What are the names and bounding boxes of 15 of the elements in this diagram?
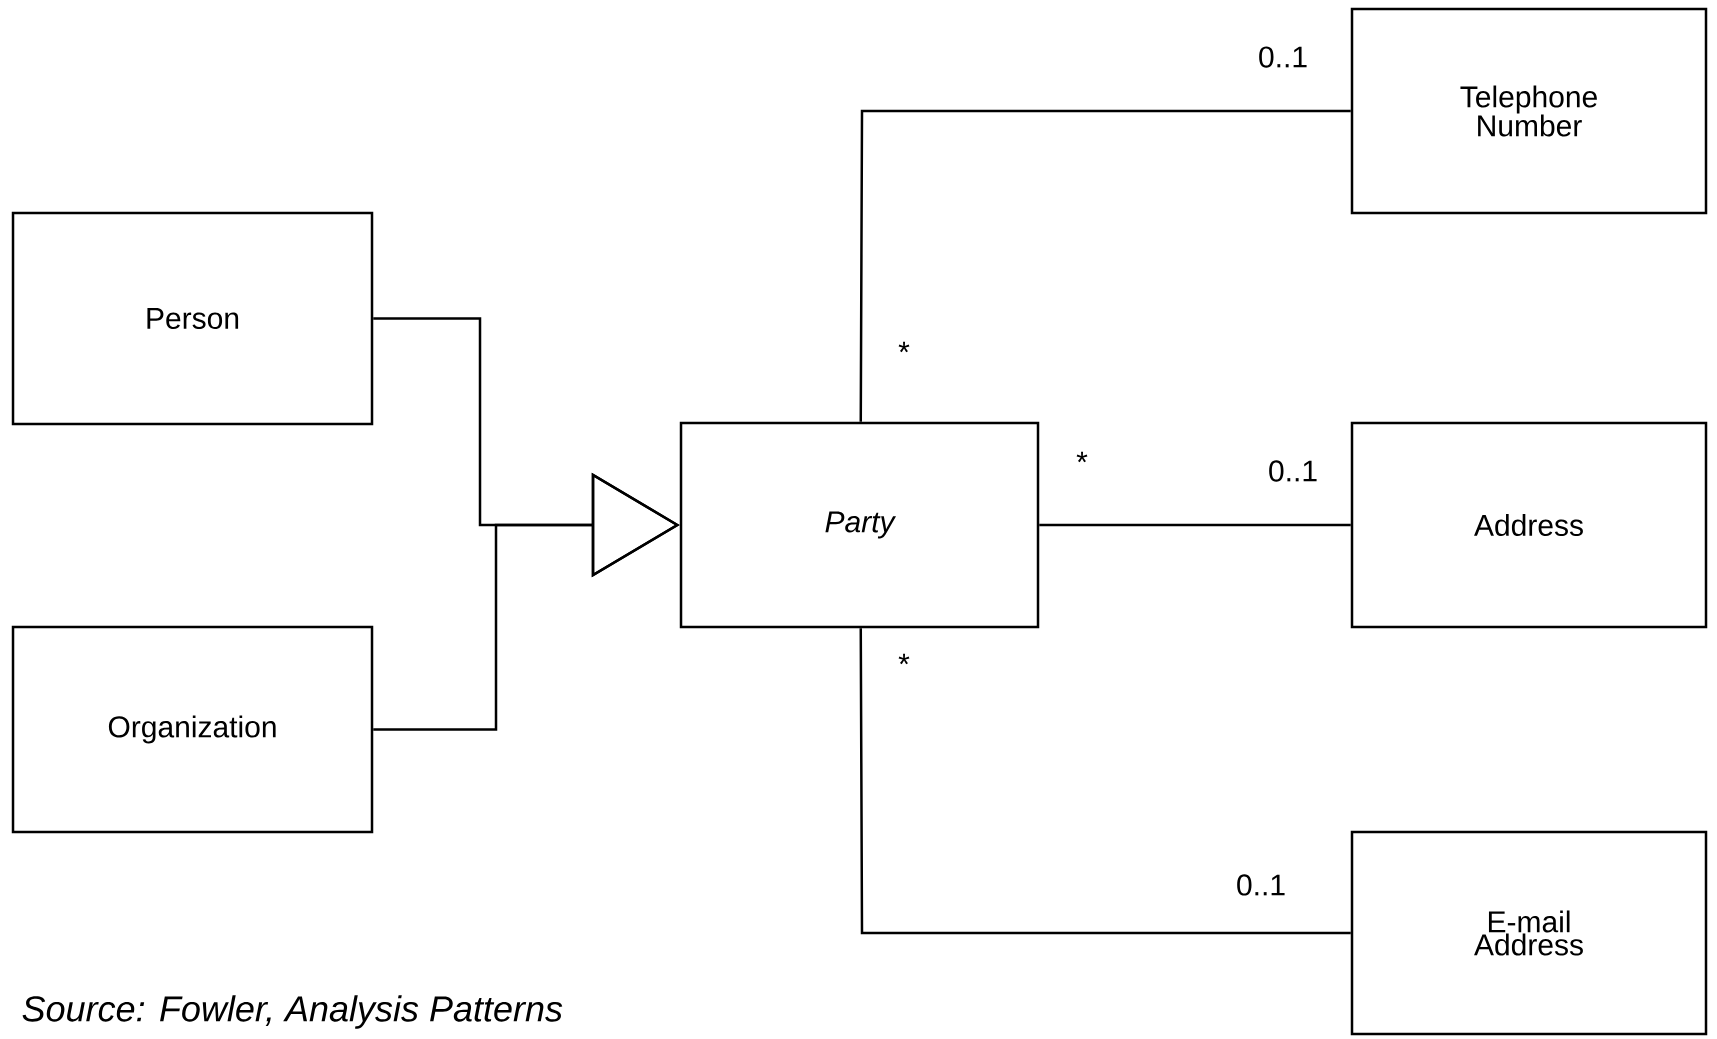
class-box: Organization: [11, 625, 374, 834]
association-line: [859, 109, 1351, 422]
class-box: Address: [1350, 421, 1708, 629]
multiplicity-label: 0..1: [1237, 874, 1285, 896]
class-box: E-mail Address: [1350, 830, 1708, 1036]
multiplicity-label: *: [898, 341, 910, 353]
class-box: Party: [679, 421, 1040, 629]
multiplicity-label: *: [1076, 451, 1088, 463]
multiplicity-label: 0..1: [1269, 460, 1317, 482]
caption: Source: Fowler, Analysis Patterns: [22, 995, 563, 1029]
class-box: Telephone Number: [1350, 7, 1708, 215]
association-line: [1039, 523, 1351, 527]
association-line: [859, 628, 1351, 935]
class-box: Person: [11, 211, 374, 426]
multiplicity-label: 0..1: [1259, 46, 1307, 68]
